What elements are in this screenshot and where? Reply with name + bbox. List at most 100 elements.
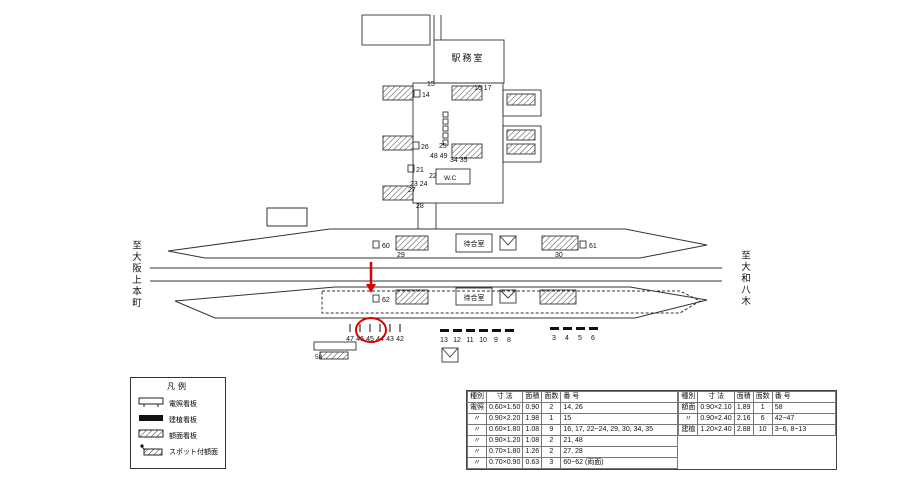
label-58: 58	[315, 354, 323, 361]
highlight-arrowhead-icon	[366, 284, 376, 293]
sign-box-icon	[372, 294, 380, 303]
stairs-icon	[395, 289, 429, 305]
label-46: 46	[356, 336, 364, 343]
stairs-icon	[539, 289, 577, 305]
table-cell: 2.88	[733, 424, 754, 436]
table-cell: 2	[541, 446, 562, 458]
frame-sign-marks-42-47	[349, 324, 401, 332]
col-header-area: 面積	[733, 391, 754, 403]
label-47: 47	[346, 336, 354, 343]
kiosk-envelope-icon	[441, 347, 459, 363]
col-header-size: 寸 法	[485, 391, 524, 403]
table-cell: 6	[752, 413, 773, 425]
waiting-room-label-upper: 待合室	[464, 239, 485, 248]
table-cell: 0.90×1.20	[485, 435, 524, 447]
table-row: 〃 0.70×0.90 0.63 3 60~62 (両面)	[467, 457, 679, 469]
table-cell: 1.08	[522, 435, 543, 447]
table-cell: 1.98	[522, 413, 543, 425]
table-cell: 1.08	[522, 424, 543, 436]
label-10: 10	[479, 337, 487, 344]
stairs-icon	[451, 85, 483, 101]
wc-room	[435, 168, 471, 185]
legend-box: 凡例 電照看板 建植看板	[130, 377, 226, 469]
col-header-area: 面積	[522, 391, 543, 403]
table-cell: 2.16	[733, 413, 754, 425]
lower-platform-dashed-area	[321, 290, 702, 314]
wc-label: W.C	[444, 175, 457, 182]
label-5: 5	[578, 335, 582, 342]
label-16-17: 16 17	[474, 85, 492, 92]
station-office-label: 駅務室	[451, 52, 484, 63]
stairs-icon	[395, 235, 429, 251]
table-cell: 58	[771, 402, 836, 414]
table-cell: 0.63	[522, 457, 543, 469]
sign-box-icon	[413, 89, 421, 98]
small-structure-outline	[313, 341, 357, 351]
table-cell: 1.26	[522, 446, 543, 458]
waiting-room-label-lower: 待合室	[464, 293, 485, 302]
legend-item-label: スポット付額面	[169, 449, 218, 456]
table-cell: 〃	[467, 435, 487, 447]
stairs-icon	[382, 135, 414, 151]
table-cell: 〃	[467, 457, 487, 469]
col-header-numbers: 番 号	[560, 391, 679, 403]
sign-box-icon	[407, 164, 415, 173]
legend-title: 凡例	[167, 382, 189, 391]
stairs-icon	[451, 143, 483, 159]
table-row: 〃 0.90×2.40 2.16 6 42~47	[678, 413, 836, 425]
table-row: 〃 0.90×1.20 1.08 2 21, 48	[467, 435, 679, 447]
legend-item-built-sign: 建植看板	[131, 412, 225, 428]
label-22: 22	[429, 173, 437, 180]
small-building-outline	[266, 207, 308, 227]
table-cell: 42~47	[771, 413, 836, 425]
col-header-size: 寸 法	[697, 391, 735, 403]
legend-item-frame-sign: 額面看板	[131, 428, 225, 444]
label-13: 13	[440, 337, 448, 344]
col-header-faces: 面数	[752, 391, 773, 403]
lighted-sign-icon	[137, 395, 169, 413]
label-4: 4	[565, 335, 569, 342]
rooftop-outline	[361, 14, 431, 46]
col-header-numbers: 番 号	[771, 391, 836, 403]
upper-platform-outline	[167, 228, 708, 259]
table-cell: 60~62 (両面)	[560, 457, 679, 469]
table-row: 建植 1.20×2.40 2.88 10 3~6, 8~13	[678, 424, 836, 436]
legend-item-spot-frame-sign: スポット付額面	[131, 443, 225, 460]
kiosk-envelope-icon	[499, 289, 517, 304]
table-cell: 16, 17, 22~24, 29, 30, 34, 35	[560, 424, 679, 436]
col-header-type: 種別	[678, 391, 699, 403]
table-cell: 0.60×1.80	[485, 424, 524, 436]
col-header-faces: 面数	[541, 391, 562, 403]
label-28: 28	[416, 203, 424, 210]
highlight-circle	[355, 317, 387, 343]
table-cell: 27, 28	[560, 446, 679, 458]
frame-sign-icon	[137, 427, 169, 445]
label-25: 25	[439, 143, 447, 150]
table-cell: 9	[541, 424, 562, 436]
label-3: 3	[552, 335, 556, 342]
table-cell: 1.20×2.40	[697, 424, 735, 436]
table-cell: 1	[752, 402, 773, 414]
legend-item-lighted-sign: 電照看板	[131, 396, 225, 412]
direction-label-right: 至大和八木	[739, 250, 750, 308]
table-cell: 0.90	[522, 402, 543, 414]
label-60: 60	[382, 243, 390, 250]
stairs-icon	[506, 93, 536, 106]
side-room	[502, 89, 542, 117]
table-cell: 1.89	[733, 402, 754, 414]
label-15: 15	[427, 81, 435, 88]
stairs-icon	[382, 85, 414, 101]
legend-item-label: 建植看板	[169, 417, 197, 424]
table-cell: 0.70×1.80	[485, 446, 524, 458]
table-header-row: 種別 寸 法 面積 面数 番 号	[467, 391, 679, 403]
escalator-icon	[442, 111, 449, 146]
sign-table-right: 種別 寸 法 面積 面数 番 号 額面 0.90×2.10 1.89 1 58 …	[678, 391, 836, 436]
side-room	[502, 125, 542, 163]
label-6: 6	[591, 335, 595, 342]
table-cell: 3~6, 8~13	[771, 424, 836, 436]
table-cell: 〃	[678, 413, 699, 425]
waiting-room-outline	[455, 233, 493, 253]
table-cell: 3	[541, 457, 562, 469]
